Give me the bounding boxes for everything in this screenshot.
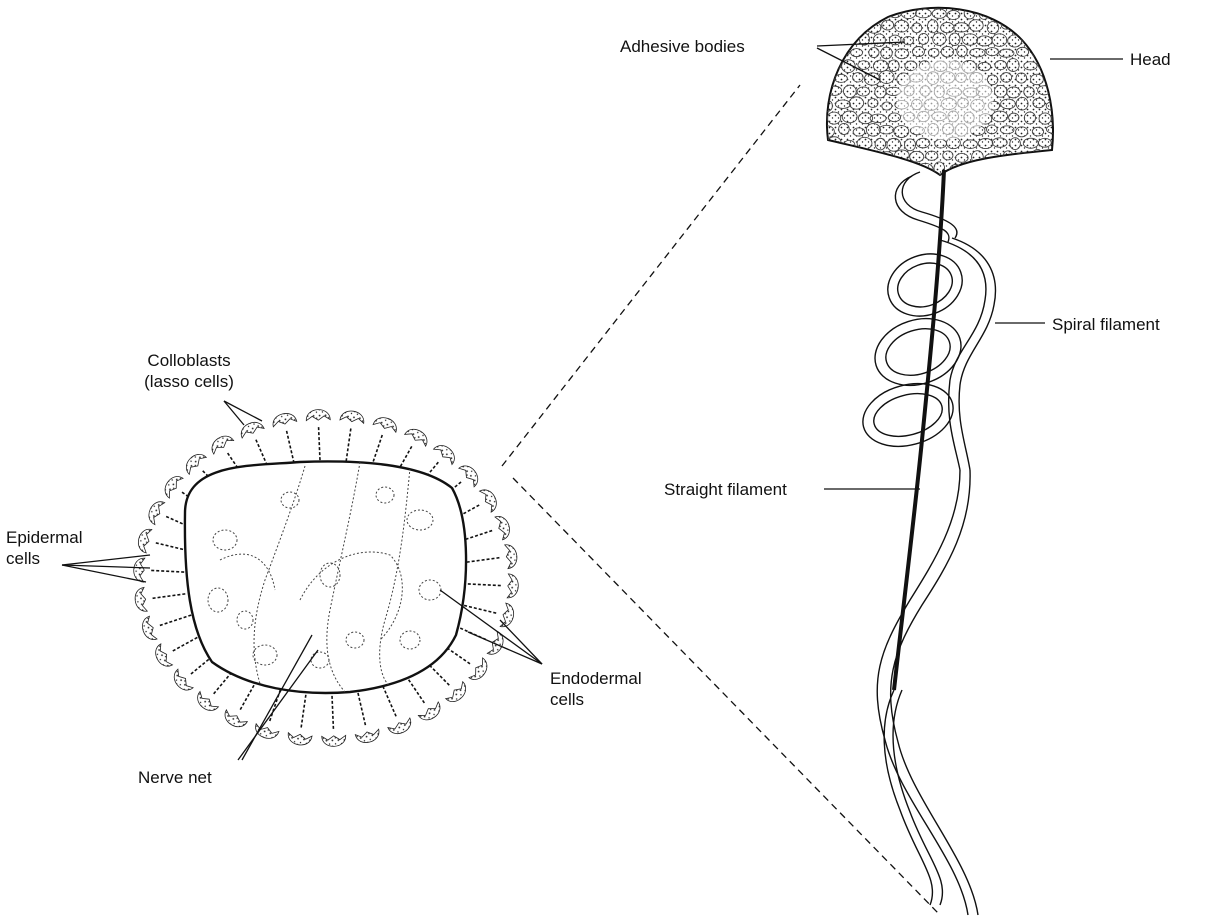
label-colloblasts: Colloblasts (lasso cells)	[134, 350, 244, 392]
spiral-filament-shape	[856, 172, 996, 915]
label-straight-filament: Straight filament	[664, 479, 787, 500]
lasso-cell	[372, 415, 400, 467]
label-endodermal-line2: cells	[550, 689, 642, 710]
adhesive-body-cell	[1052, 112, 1067, 124]
lasso-cell	[406, 676, 444, 725]
lasso-cell	[443, 645, 491, 684]
tentacle-cross-section	[133, 409, 519, 747]
label-spiral-filament-text: Spiral filament	[1052, 315, 1160, 334]
label-adhesive-bodies-text: Adhesive bodies	[620, 37, 745, 56]
adhesive-body-cell	[901, 164, 915, 173]
lasso-cell	[238, 419, 269, 470]
label-colloblasts-line2: (lasso cells)	[134, 371, 244, 392]
adhesive-body-cell	[1036, 8, 1050, 19]
adhesive-body-cell	[1032, 20, 1044, 30]
straight-filament-shape	[894, 170, 944, 690]
adhesive-body-cell	[1053, 137, 1066, 150]
adhesive-body-cell	[1008, 164, 1021, 177]
adhesive-body-cell	[1033, 47, 1044, 58]
lasso-cell	[271, 411, 297, 463]
lasso-cell	[152, 635, 202, 670]
adhesive-body-cell	[964, 164, 975, 174]
adhesive-body-cell	[1038, 33, 1053, 45]
adhesive-body-cell	[852, 150, 865, 159]
adhesive-body-cell	[1008, 8, 1023, 19]
lasso-cell	[456, 626, 507, 658]
lasso-cell	[287, 695, 312, 747]
lasso-cell	[340, 410, 365, 462]
adhesive-body-cell	[821, 75, 834, 83]
adhesive-body-cell	[1055, 8, 1068, 18]
adhesive-body-cell	[839, 151, 850, 159]
adhesive-body-cell	[1023, 165, 1038, 177]
adhesive-body-cell	[859, 7, 871, 19]
magnification-lines	[502, 85, 940, 915]
adhesive-body-cell	[1052, 34, 1067, 46]
adhesive-body-cell	[835, 21, 849, 30]
adhesive-body-cell	[993, 162, 1005, 174]
adhesive-body-cell	[830, 61, 841, 70]
adhesive-body-cell	[1022, 8, 1035, 16]
adhesive-body-cell	[844, 165, 855, 174]
adhesive-body-cell	[1048, 47, 1060, 60]
label-endodermal-cells: Endodermal cells	[550, 668, 642, 710]
adhesive-body-cell	[844, 34, 856, 43]
lasso-cell	[139, 615, 191, 642]
adhesive-body-cell	[1048, 73, 1060, 85]
lasso-cell	[306, 409, 330, 460]
adhesive-body-cell	[873, 8, 886, 17]
lasso-cell	[133, 558, 184, 582]
label-head: Head	[1130, 49, 1171, 70]
label-straight-filament-text: Straight filament	[664, 480, 787, 499]
label-adhesive-bodies: Adhesive bodies	[620, 36, 745, 57]
adhesive-body-cell	[1046, 151, 1057, 161]
label-head-text: Head	[1130, 50, 1171, 69]
colloblast-illustration	[820, 6, 1068, 915]
adhesive-body-cell	[849, 21, 864, 34]
adhesive-body-cell	[823, 152, 833, 164]
lasso-cell	[426, 662, 470, 706]
lasso-cell	[467, 543, 519, 568]
adhesive-body-cell	[829, 9, 840, 18]
adhesive-body-cell	[1052, 61, 1065, 70]
lasso-cell	[193, 668, 235, 714]
lasso-cell	[464, 603, 516, 629]
adhesive-body-cell	[1052, 167, 1066, 175]
adhesive-body-cell	[830, 34, 841, 42]
adhesive-body-cell	[844, 7, 854, 19]
lasso-cell	[322, 696, 346, 747]
label-endodermal-line1: Endodermal	[550, 668, 642, 689]
adhesive-body-cell	[980, 164, 991, 176]
adhesive-body-cell	[890, 164, 900, 175]
adhesive-body-cell	[827, 167, 843, 175]
label-spiral-filament: Spiral filament	[1052, 314, 1160, 335]
lasso-cell	[136, 527, 188, 553]
label-epidermal-cells: Epidermal cells	[6, 527, 83, 569]
lasso-cell	[221, 681, 256, 731]
adhesive-body-cell	[1046, 21, 1057, 30]
adhesive-body-cell	[992, 10, 1005, 19]
adhesive-body-cell	[1036, 165, 1052, 173]
adhesive-body-cell	[1051, 88, 1065, 97]
adhesive-body-cell	[858, 166, 871, 175]
lasso-cell	[355, 693, 381, 745]
adhesive-body-cell	[875, 165, 886, 176]
lasso-cell	[383, 686, 414, 737]
cross-section-body	[185, 461, 466, 693]
adhesive-body-cell	[821, 22, 834, 32]
lasso-cell	[461, 514, 513, 541]
label-colloblasts-line1: Colloblasts	[134, 350, 244, 371]
label-nerve-net: Nerve net	[138, 767, 212, 788]
adhesive-body-cell	[1021, 33, 1037, 44]
adhesive-body-cell	[869, 152, 880, 162]
lasso-cell	[468, 574, 519, 598]
label-epidermal-line2: cells	[6, 548, 83, 569]
adhesive-body-cell	[1015, 23, 1030, 32]
colloblast-head	[820, 6, 1068, 177]
label-nerve-net-text: Nerve net	[138, 768, 212, 787]
adhesive-body-cell	[1038, 60, 1051, 70]
lasso-cell	[134, 587, 186, 612]
label-epidermal-line1: Epidermal	[6, 527, 83, 548]
